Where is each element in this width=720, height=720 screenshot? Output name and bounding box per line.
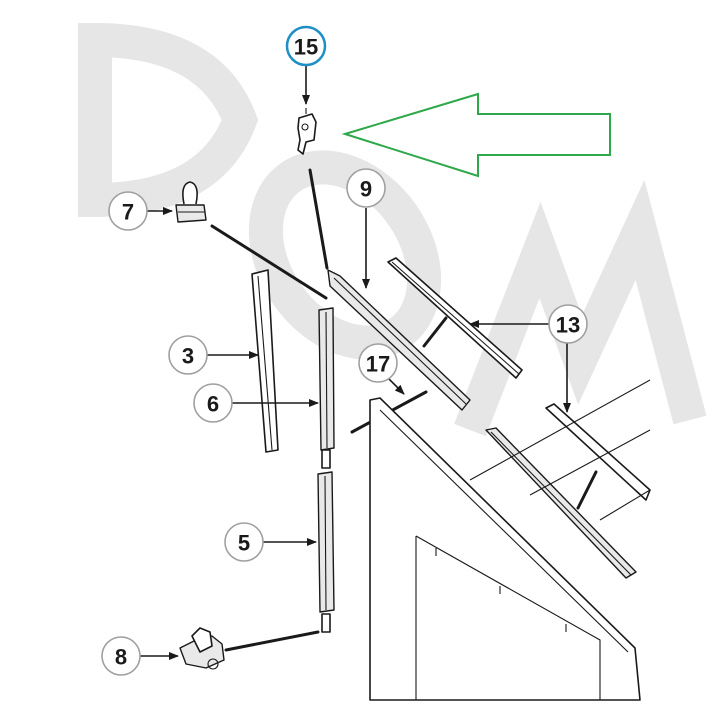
callout-15-label: 15 (294, 35, 318, 60)
callout-13-label: 13 (556, 313, 580, 338)
callout-17[interactable]: 17 (358, 343, 398, 383)
callout-9-label: 9 (360, 177, 372, 202)
callout-15[interactable]: 15 (285, 25, 327, 67)
callout-5-label: 5 (238, 531, 250, 556)
callout-6-label: 6 (207, 392, 219, 417)
part-15-clip (297, 108, 317, 155)
callout-7[interactable]: 7 (108, 191, 148, 231)
part-7-eyebolt (175, 181, 207, 223)
part-13-rail-upper (387, 257, 523, 379)
part-5-channel (317, 471, 335, 633)
callout-8-label: 8 (115, 645, 127, 670)
pointer-arrow (341, 92, 611, 178)
callout-8[interactable]: 8 (101, 636, 141, 676)
callout-13[interactable]: 13 (548, 304, 588, 344)
callout-6[interactable]: 6 (193, 383, 233, 423)
callout-3-label: 3 (182, 344, 194, 369)
part-13-rail-lower (485, 403, 651, 579)
callout-3[interactable]: 3 (168, 335, 208, 375)
callout-5[interactable]: 5 (224, 522, 264, 562)
part-8-hinge (179, 627, 225, 670)
part-6-channel (318, 307, 335, 469)
callout-7-label: 7 (122, 200, 134, 225)
callout-17-label: 17 (366, 352, 390, 377)
rod-7 (210, 224, 328, 300)
part-3-tapered-panel (251, 269, 279, 453)
part-9-rail (327, 269, 471, 411)
callout-9[interactable]: 9 (346, 168, 386, 208)
rod-13b (576, 470, 598, 510)
frame-panel (369, 379, 651, 701)
rod-15 (308, 168, 329, 270)
leader-lines (140, 64, 571, 660)
rod-8 (224, 630, 320, 652)
rod-13a (422, 316, 448, 348)
